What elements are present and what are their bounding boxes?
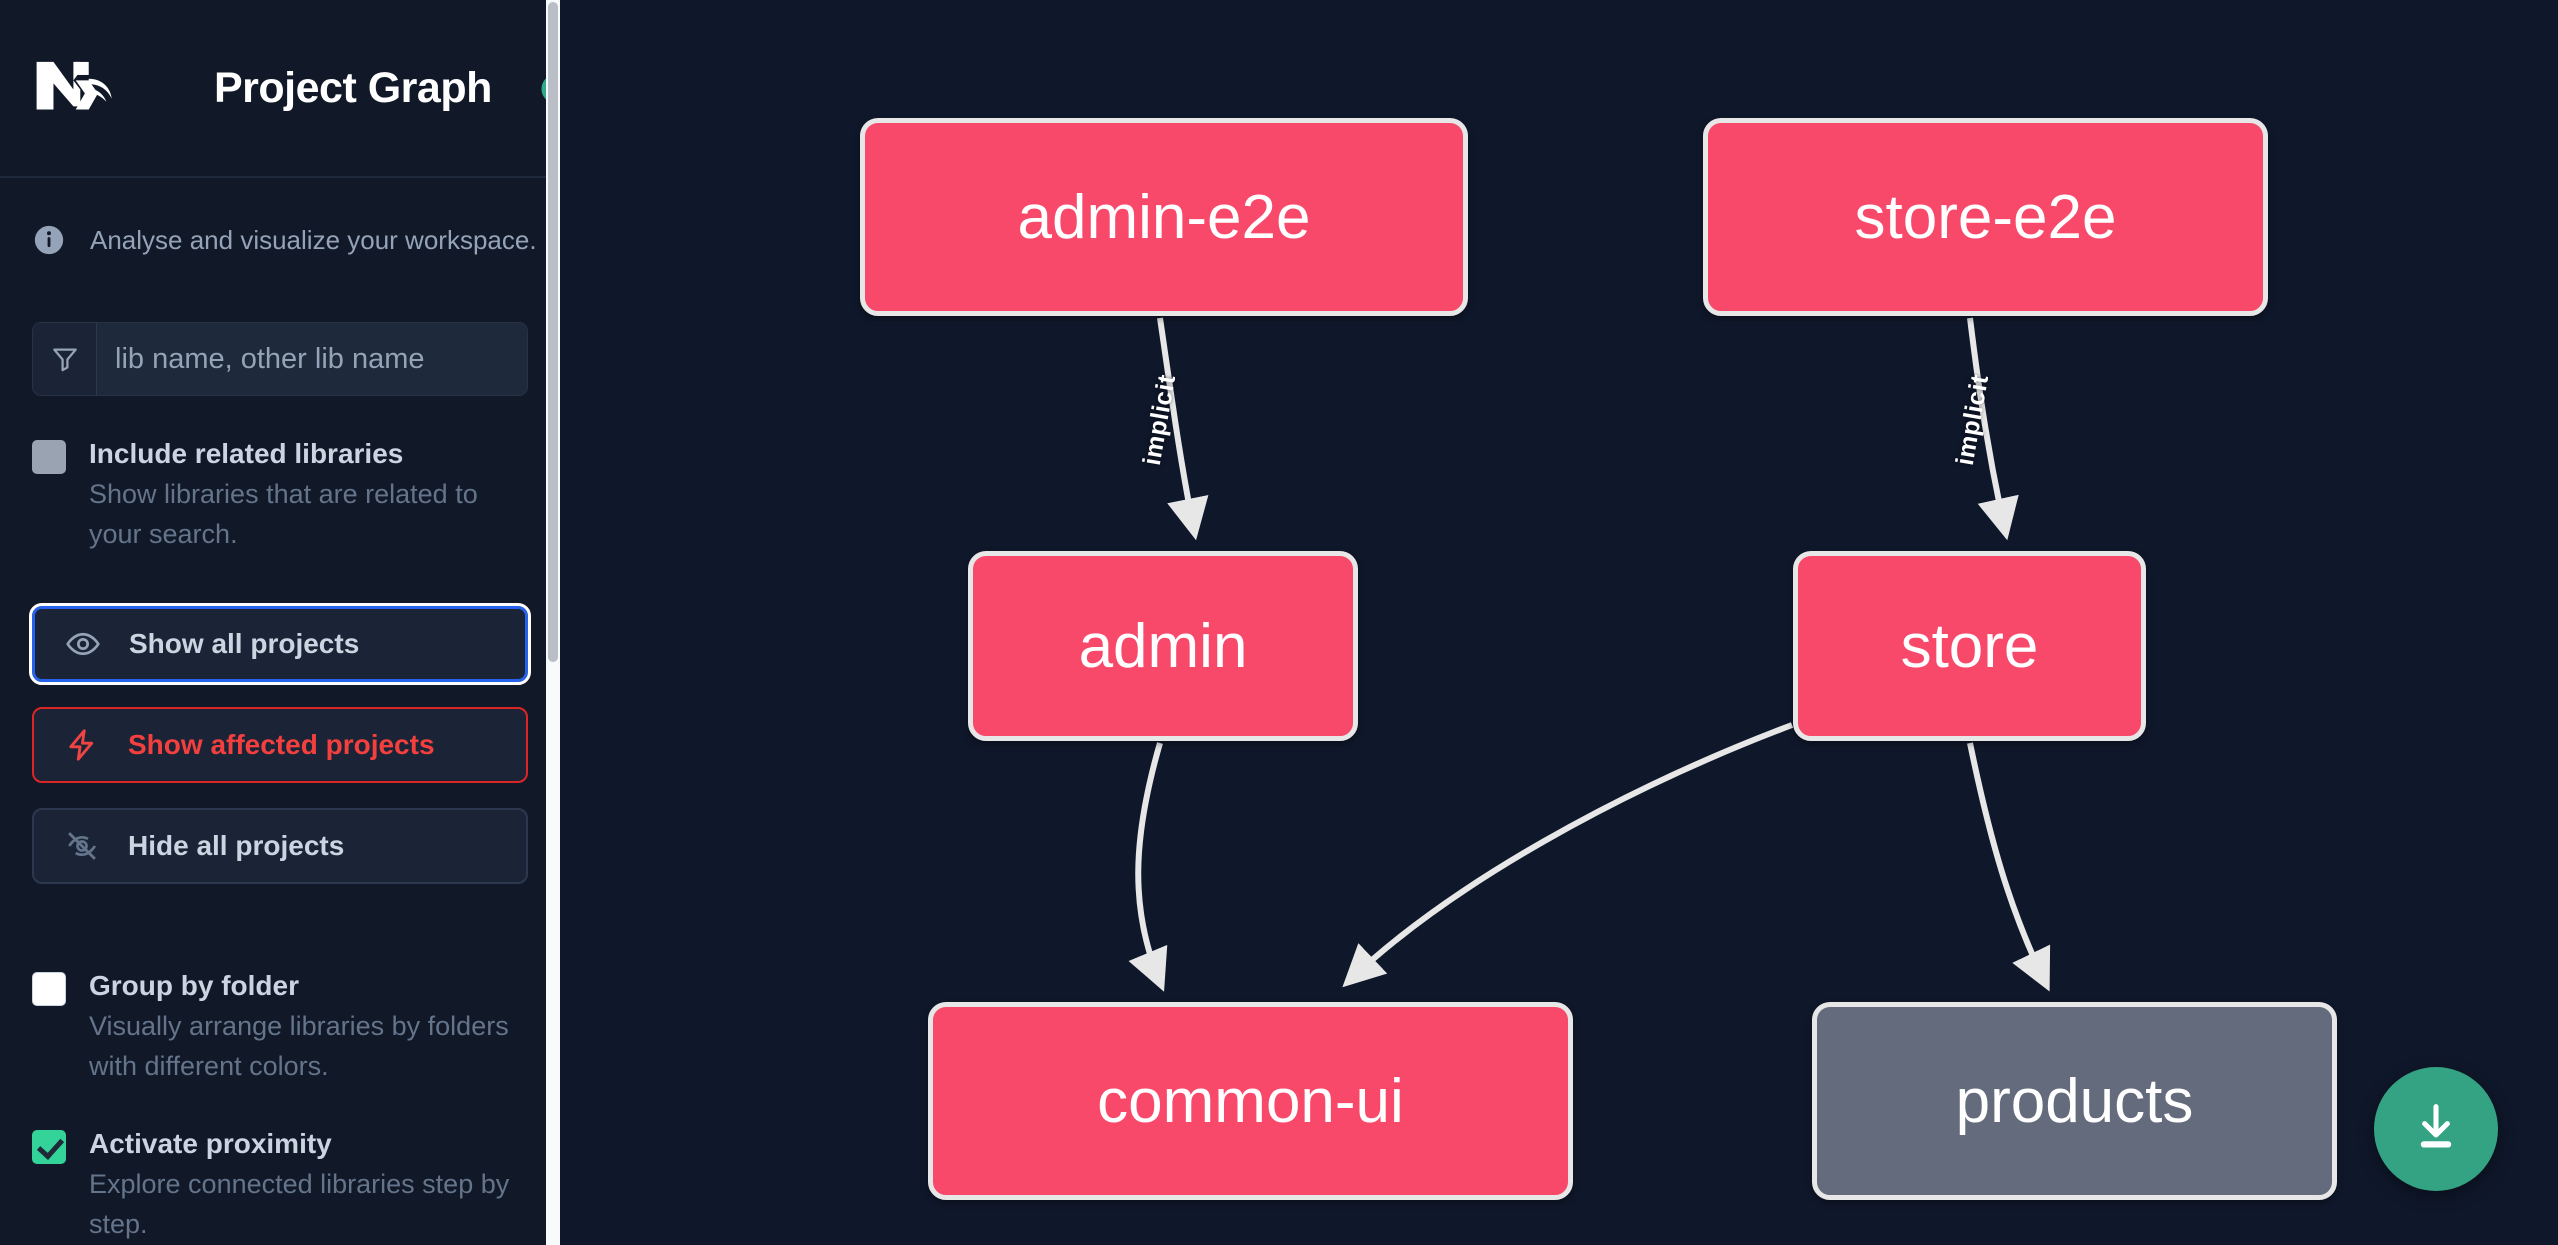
graph-node-label: products — [1955, 1066, 2194, 1136]
hide-all-projects-label: Hide all projects — [128, 830, 345, 861]
activate-proximity-texts: Activate proximity Explore connected lib… — [89, 1124, 519, 1244]
sidebar-scrollbar-thumb[interactable] — [548, 2, 558, 662]
graph-node-label: store — [1900, 611, 2039, 681]
search-input[interactable] — [97, 323, 527, 395]
show-affected-projects-label: Show affected projects — [128, 729, 435, 760]
edge-admin-to-common-ui — [1128, 742, 1168, 992]
graph-node-common-ui[interactable]: common-ui — [928, 1002, 1573, 1200]
edge-store-to-common-ui — [1342, 722, 1794, 988]
download-graph-button[interactable] — [2374, 1067, 2498, 1191]
project-visibility-buttons: Show all projects Show affected projects — [0, 603, 560, 884]
search-bar — [32, 322, 528, 396]
graph-canvas[interactable]: admin-e2e store-e2e admin store common-ui pro… — [560, 0, 2558, 1245]
sidebar-header: Project Graph — [0, 0, 560, 178]
checkbox-row-group-by-folder[interactable]: Group by folder Visually arrange librari… — [0, 966, 560, 1086]
activate-proximity-description: Explore connected libraries step by step… — [89, 1169, 510, 1239]
include-related-libraries-label: Include related libraries — [89, 438, 404, 469]
graph-node-products[interactable]: products — [1812, 1002, 2337, 1200]
edge-admin-e2e-to-admin — [1157, 317, 1209, 541]
workspace-info-text: Analyse and visualize your workspace. — [90, 224, 537, 255]
group-by-folder-description: Visually arrange libraries by folders wi… — [89, 1011, 509, 1081]
sidebar: Project Graph Analyse and visualize yo — [0, 0, 560, 1245]
sidebar-content: Project Graph Analyse and visualize yo — [0, 0, 560, 1245]
graph-node-admin-e2e[interactable]: admin-e2e — [860, 118, 1468, 316]
edge-store-e2e-to-store — [1967, 317, 2019, 541]
graph-node-label: admin — [1078, 611, 1248, 681]
checkbox-row-include-related-libraries[interactable]: Include related libraries Show libraries… — [0, 434, 560, 554]
show-affected-projects-button[interactable]: Show affected projects — [32, 707, 528, 783]
nx-logo-icon — [32, 57, 124, 119]
lightning-bolt-icon — [62, 725, 102, 765]
graph-node-admin[interactable]: admin — [968, 551, 1358, 741]
include-related-libraries-checkbox[interactable] — [32, 440, 66, 474]
group-by-folder-texts: Group by folder Visually arrange librari… — [89, 966, 519, 1086]
graph-node-store-e2e[interactable]: store-e2e — [1703, 118, 2268, 316]
include-related-libraries-description: Show libraries that are related to your … — [89, 479, 478, 549]
eye-icon — [63, 624, 103, 664]
eye-off-icon — [62, 826, 102, 866]
graph-node-label: admin-e2e — [1017, 182, 1311, 252]
show-all-projects-button[interactable]: Show all projects — [29, 603, 531, 685]
workspace-info: Analyse and visualize your workspace. — [0, 178, 560, 257]
activate-proximity-label: Activate proximity — [89, 1128, 332, 1159]
include-related-libraries-texts: Include related libraries Show libraries… — [89, 434, 519, 554]
graph-node-label: common-ui — [1097, 1066, 1404, 1136]
info-circle-icon — [32, 223, 66, 257]
group-by-folder-label: Group by folder — [89, 970, 299, 1001]
sidebar-scrollbar[interactable] — [546, 0, 560, 1245]
group-by-folder-checkbox[interactable] — [32, 972, 66, 1006]
edge-store-to-products — [1967, 742, 2051, 992]
download-icon — [2407, 1098, 2465, 1161]
spacer — [0, 884, 560, 928]
graph-node-label: store-e2e — [1854, 182, 2117, 252]
checkbox-row-activate-proximity[interactable]: Activate proximity Explore connected lib… — [0, 1124, 560, 1244]
filter-funnel-icon[interactable] — [33, 323, 97, 395]
page-title: Project Graph — [214, 63, 492, 112]
show-all-projects-label: Show all projects — [129, 628, 360, 659]
graph-edges-layer — [1128, 317, 2051, 992]
hide-all-projects-button[interactable]: Hide all projects — [32, 808, 528, 884]
activate-proximity-checkbox[interactable] — [32, 1130, 66, 1164]
graph-node-store[interactable]: store — [1793, 551, 2146, 741]
